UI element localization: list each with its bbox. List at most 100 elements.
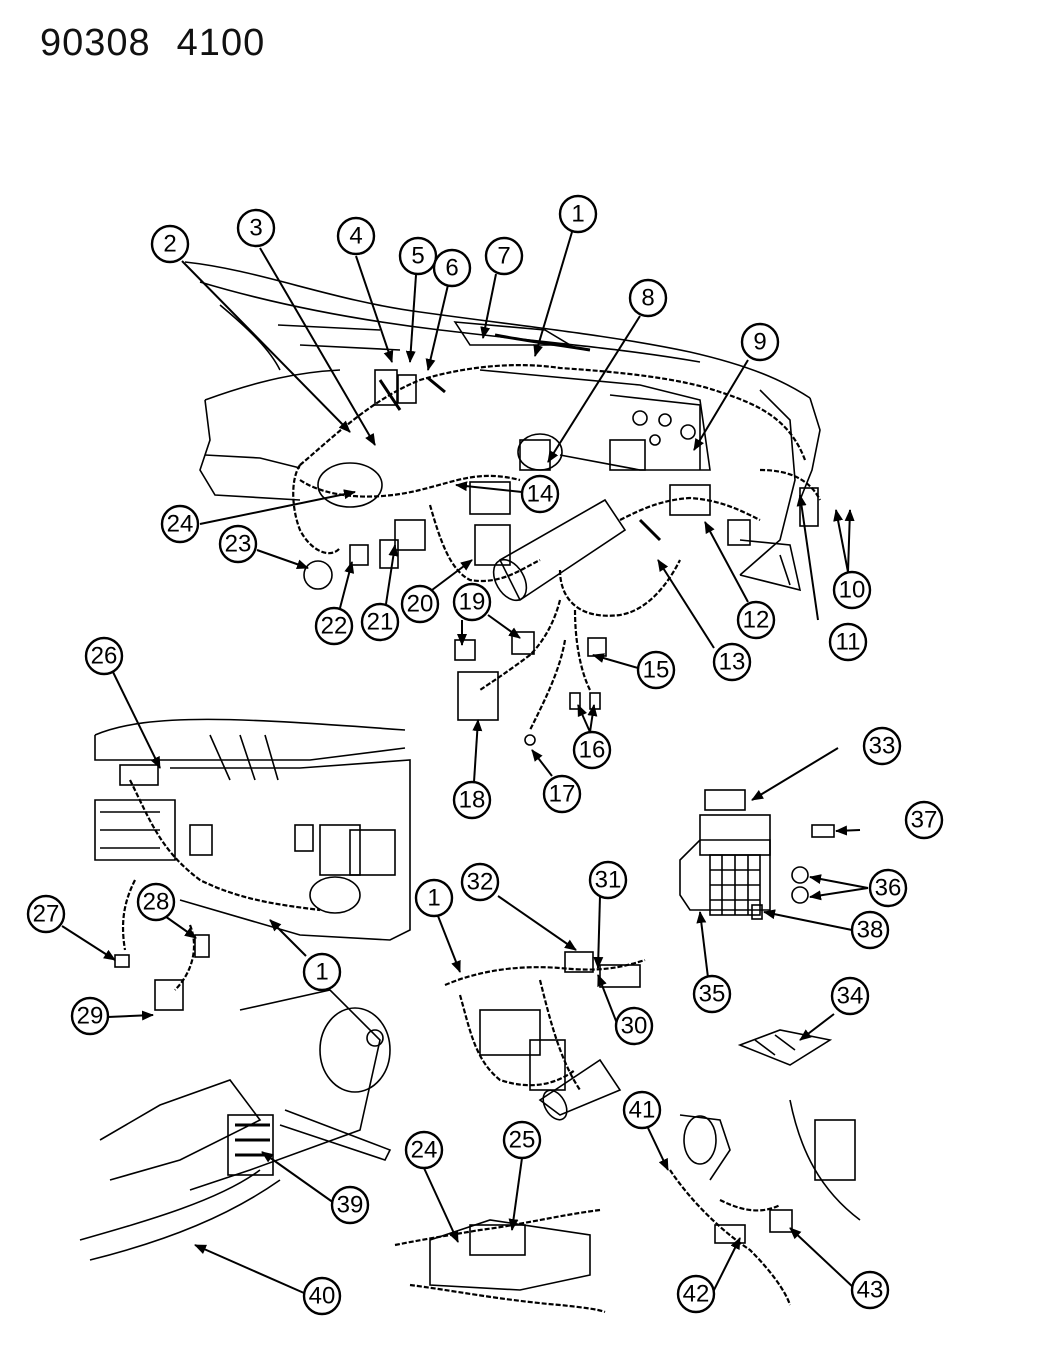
svg-text:42: 42 <box>683 1281 710 1308</box>
callout-17: 17 <box>542 774 582 814</box>
svg-text:33: 33 <box>869 733 896 760</box>
callout-37: 37 <box>904 800 944 840</box>
svg-text:38: 38 <box>857 917 884 944</box>
callout-38: 38 <box>850 910 890 950</box>
svg-text:8: 8 <box>641 285 654 312</box>
callout-4: 4 <box>336 216 376 256</box>
callout-23: 23 <box>218 524 258 564</box>
svg-text:28: 28 <box>143 889 170 916</box>
callout-35: 35 <box>692 974 732 1014</box>
svg-text:6: 6 <box>445 255 458 282</box>
callout-2: 2 <box>150 224 190 264</box>
svg-text:20: 20 <box>407 591 434 618</box>
svg-text:34: 34 <box>837 983 864 1010</box>
callout-40: 40 <box>302 1276 342 1316</box>
svg-text:2: 2 <box>163 231 176 258</box>
callout-5: 5 <box>398 236 438 276</box>
callout-15: 15 <box>636 650 676 690</box>
svg-text:40: 40 <box>309 1283 336 1310</box>
callout-9: 9 <box>740 322 780 362</box>
callout-42: 42 <box>676 1274 716 1314</box>
callout-29: 29 <box>70 996 110 1036</box>
svg-text:10: 10 <box>839 577 866 604</box>
svg-text:25: 25 <box>509 1127 536 1154</box>
callout-16: 16 <box>572 730 612 770</box>
callout-25: 25 <box>502 1120 542 1160</box>
diagram-reference-number: 90308 4100 <box>40 22 265 65</box>
svg-text:17: 17 <box>549 781 576 808</box>
svg-text:26: 26 <box>91 643 118 670</box>
callout-14: 14 <box>520 474 560 514</box>
svg-text:18: 18 <box>459 787 486 814</box>
callout-24-main: 24 <box>160 504 200 544</box>
callout-11: 11 <box>828 622 868 662</box>
callout-30: 30 <box>614 1006 654 1046</box>
bottom-detail-illustrations <box>394 1099 861 1314</box>
svg-text:27: 27 <box>33 901 60 928</box>
diagram-code-left: 90308 <box>40 22 151 64</box>
svg-text:13: 13 <box>719 649 746 676</box>
lower-panel-illustration <box>94 718 411 1011</box>
callout-20: 20 <box>400 584 440 624</box>
svg-text:4: 4 <box>349 223 362 250</box>
svg-text:43: 43 <box>857 1277 884 1304</box>
callout-12: 12 <box>736 600 776 640</box>
svg-text:5: 5 <box>411 243 424 270</box>
callout-8: 8 <box>628 278 668 318</box>
callout-19: 19 <box>452 582 492 622</box>
callout-21: 21 <box>360 602 400 642</box>
callout-7: 7 <box>484 236 524 276</box>
svg-text:32: 32 <box>467 869 494 896</box>
svg-text:11: 11 <box>836 629 861 656</box>
svg-text:19: 19 <box>459 589 486 616</box>
svg-text:9: 9 <box>753 329 766 356</box>
callout-31: 31 <box>588 860 628 900</box>
callout-3: 3 <box>236 208 276 248</box>
svg-text:36: 36 <box>875 875 902 902</box>
leader-lines <box>61 231 869 1295</box>
fuse-block-illustration <box>679 789 835 1066</box>
svg-text:14: 14 <box>527 481 554 508</box>
svg-text:1: 1 <box>571 201 584 228</box>
svg-text:12: 12 <box>743 607 770 634</box>
callout-27: 27 <box>26 894 66 934</box>
diagram-code-right: 4100 <box>176 22 266 64</box>
callout-13: 13 <box>712 642 752 682</box>
callout-33: 33 <box>862 726 902 766</box>
svg-text:24: 24 <box>167 511 194 538</box>
svg-text:29: 29 <box>77 1003 104 1030</box>
callout-1-center: 1 <box>414 878 454 918</box>
callout-1-top: 1 <box>558 194 598 234</box>
svg-text:22: 22 <box>321 613 348 640</box>
callout-26: 26 <box>84 636 124 676</box>
callout-41: 41 <box>622 1090 662 1130</box>
svg-text:3: 3 <box>249 215 262 242</box>
svg-text:23: 23 <box>225 531 252 558</box>
callout-28: 28 <box>136 882 176 922</box>
svg-text:37: 37 <box>911 807 938 834</box>
svg-text:21: 21 <box>367 609 394 636</box>
svg-text:15: 15 <box>643 657 670 684</box>
callout-34: 34 <box>830 976 870 1016</box>
svg-text:35: 35 <box>699 981 726 1008</box>
instrument-panel-illustration <box>184 261 821 746</box>
svg-text:41: 41 <box>629 1097 656 1124</box>
callout-18: 18 <box>452 780 492 820</box>
svg-text:16: 16 <box>579 737 606 764</box>
svg-text:31: 31 <box>595 867 622 894</box>
callout-10: 10 <box>832 570 872 610</box>
callout-32: 32 <box>460 862 500 902</box>
svg-text:30: 30 <box>621 1013 648 1040</box>
svg-text:24: 24 <box>411 1137 438 1164</box>
callout-24-lower: 24 <box>404 1130 444 1170</box>
svg-text:39: 39 <box>337 1192 364 1219</box>
svg-text:1: 1 <box>427 885 440 912</box>
callout-22: 22 <box>314 606 354 646</box>
callout-1-lower-left: 1 <box>302 952 342 992</box>
callout-39: 39 <box>330 1185 370 1225</box>
svg-text:1: 1 <box>315 959 328 986</box>
callout-6: 6 <box>432 248 472 288</box>
svg-text:7: 7 <box>497 243 510 270</box>
callout-36: 36 <box>868 868 908 908</box>
